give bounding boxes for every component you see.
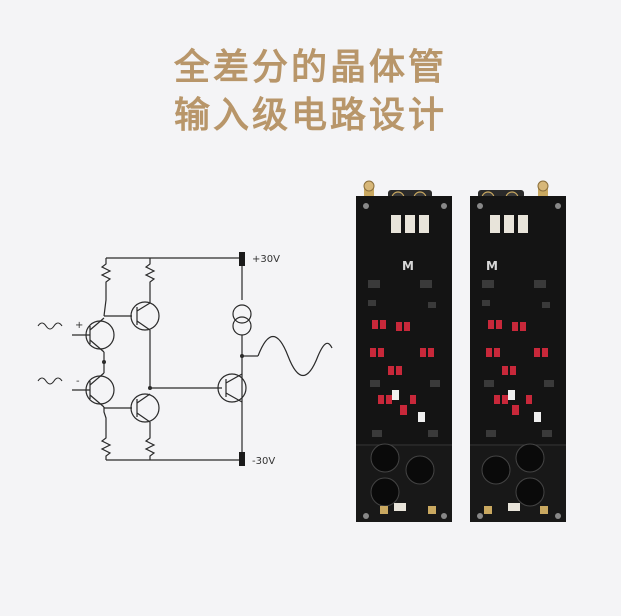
- junction-dots: [102, 354, 244, 390]
- minus-rail-terminal: [239, 452, 245, 466]
- input-signal-plus-icon: [37, 322, 63, 330]
- schematic: [72, 257, 258, 461]
- input-plus-label: +: [75, 320, 83, 331]
- svg-text:M: M: [486, 259, 498, 273]
- title-line-1: 全差分的晶体管: [173, 47, 447, 88]
- output-sine-wave-icon: [257, 336, 333, 376]
- plus-rail-terminal: [239, 252, 245, 266]
- input-signal-minus-icon: [37, 377, 63, 385]
- svg-text:M: M: [402, 259, 414, 273]
- input-minus-label: -: [76, 376, 80, 387]
- plus-rail-label: +30V: [252, 254, 280, 265]
- title-line-2: 输入级电路设计: [173, 95, 447, 136]
- pcb-board-right: M: [470, 180, 566, 522]
- pcb-board-left: M: [356, 180, 452, 522]
- minus-rail-label: -30V: [252, 456, 275, 467]
